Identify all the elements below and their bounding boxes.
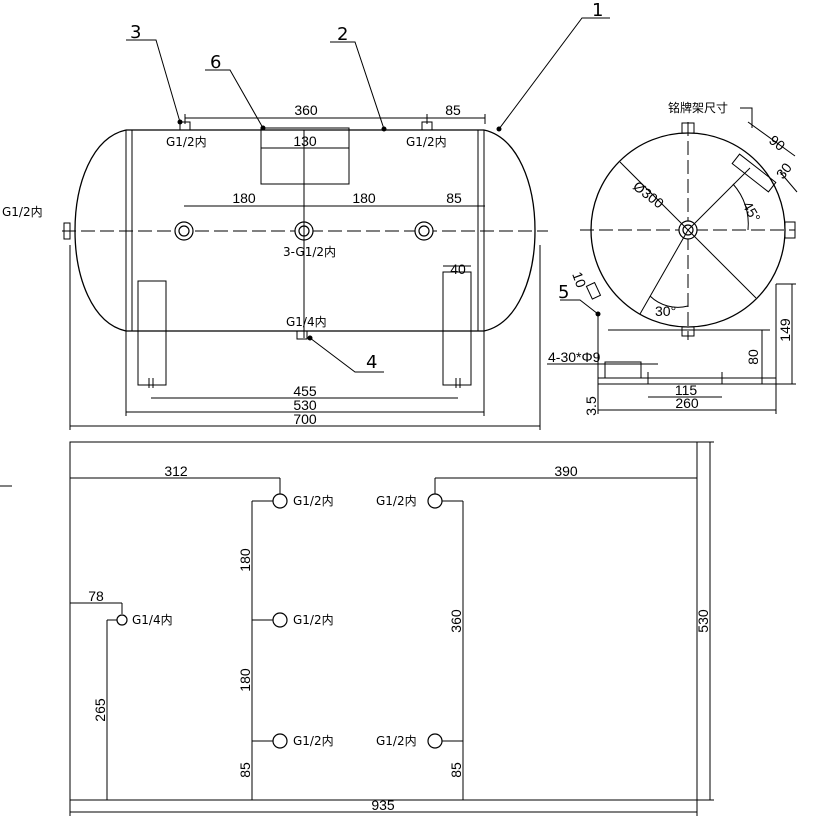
angle-30-arc: [649, 295, 689, 308]
leader-6: [205, 69, 264, 129]
leader-4: [309, 337, 384, 373]
leader-1: [498, 17, 610, 130]
nameplate-bracket: [731, 153, 777, 193]
dim-30: 30: [773, 160, 795, 182]
bolt-spec: 4-30*Φ9: [548, 349, 601, 365]
saddle-frame: [597, 284, 777, 385]
saddle-block: [604, 361, 642, 379]
front-view: G1/2内 G1/2内 G1/2内 130 360 85 180 180 85 …: [2, 0, 610, 430]
dim-149: 149: [777, 318, 793, 342]
leader-2-label: 2: [337, 24, 348, 45]
leader-2: [330, 41, 385, 130]
dim-180-a: 180: [232, 190, 256, 206]
leader-dot: [595, 311, 601, 317]
leader-dot: [307, 335, 313, 341]
angle-45-line: [687, 167, 751, 231]
dim-390: 390: [554, 463, 578, 479]
nameplate: [260, 127, 350, 185]
nameplate-leader: [740, 107, 753, 128]
port-small-label: G1/4内: [132, 613, 173, 627]
dim-312: 312: [164, 463, 188, 479]
plate-width-dim: 130: [293, 133, 317, 149]
port-top-right-label: G1/2内: [376, 494, 417, 508]
port-top-left-label: G1/2内: [293, 494, 334, 508]
bottom-port: [296, 330, 308, 340]
plan-outline: [69, 441, 698, 801]
nozzle-right-bore: [418, 225, 430, 237]
leader-dot: [381, 126, 387, 132]
leader-4-label: 4: [366, 352, 377, 373]
dim-78: 78: [88, 588, 104, 604]
side-view: 90 30 铭牌架尺寸 Ø300 45° 30° 10 5 4-30*Φ9: [547, 100, 798, 416]
dim-260: 260: [675, 395, 699, 411]
port-bottom-left-label: G1/2内: [293, 734, 334, 748]
bottom-stub: [681, 326, 695, 337]
bracket-dim-30: [779, 171, 798, 193]
left-port-stub: [63, 222, 71, 240]
dim-115: 115: [675, 382, 698, 398]
port-small: [116, 614, 128, 626]
nozzle-left-bore: [178, 225, 190, 237]
dim-3-5: 3.5: [583, 396, 599, 416]
port-bottom-left: [272, 733, 288, 749]
leader-dot: [260, 125, 266, 131]
bracket-dim-90: [747, 121, 796, 157]
angle-45-label: 45°: [739, 199, 763, 225]
angle-30-line: [639, 229, 689, 315]
port-top-left: [272, 493, 288, 509]
plan-view: 312 390 78 G1/2内 G1/2内 G1/2内 G1/4内 G1/2内…: [0, 441, 714, 816]
dim-85-right: 85: [448, 762, 464, 778]
left-saddle: [137, 280, 167, 386]
bottom-port-label: G1/4内: [286, 315, 327, 329]
right-head: [483, 129, 536, 332]
leader-5: [560, 299, 599, 315]
dim-180-b: 180: [352, 190, 376, 206]
dim-935: 935: [371, 797, 395, 813]
top-right-port-label: G1/2内: [406, 135, 447, 149]
diameter-label: Ø300: [630, 178, 667, 212]
dim-455: 455: [293, 383, 317, 399]
leader-dot: [496, 126, 502, 132]
pad: [585, 281, 602, 300]
top-left-port-label: G1/2内: [166, 135, 207, 149]
dim-180-upper: 180: [237, 548, 253, 572]
center-ports-label: 3-G1/2内: [283, 245, 336, 259]
dim-40: 40: [450, 261, 466, 277]
dim-85-left: 85: [237, 762, 253, 778]
right-saddle: [442, 271, 472, 386]
port-mid-left-label: G1/2内: [293, 613, 334, 627]
dim-530: 530: [293, 397, 317, 413]
dim-180-lower: 180: [237, 668, 253, 692]
angle-45-arc: [732, 183, 749, 231]
leader-3: [126, 39, 181, 123]
port-bottom-right: [427, 733, 443, 749]
leader-6-label: 6: [210, 52, 221, 73]
dim-265: 265: [92, 698, 108, 722]
left-port-label: G1/2内: [2, 205, 43, 219]
angle-30-label: 30°: [655, 303, 676, 319]
right-stub: [784, 221, 796, 239]
dim-80: 80: [745, 349, 761, 365]
leader-dot: [177, 119, 183, 125]
port-mid-left: [272, 612, 288, 628]
dim-90: 90: [766, 132, 788, 154]
nameplate-label: 铭牌架尺寸: [668, 100, 728, 115]
dim-530-plan: 530: [695, 609, 711, 633]
dim-10: 10: [569, 270, 589, 290]
port-top-right: [427, 493, 443, 509]
leader-1-label: 1: [592, 0, 603, 21]
top-stub: [681, 122, 695, 134]
dim-360: 360: [294, 102, 318, 118]
leader-5-label: 5: [558, 282, 569, 303]
leader-3-label: 3: [130, 22, 141, 43]
dim-85-top: 85: [445, 102, 461, 118]
dim-85-nozzle: 85: [446, 190, 462, 206]
dim-700: 700: [293, 411, 317, 427]
dim-360: 360: [448, 609, 464, 633]
port-bottom-right-label: G1/2内: [376, 734, 417, 748]
